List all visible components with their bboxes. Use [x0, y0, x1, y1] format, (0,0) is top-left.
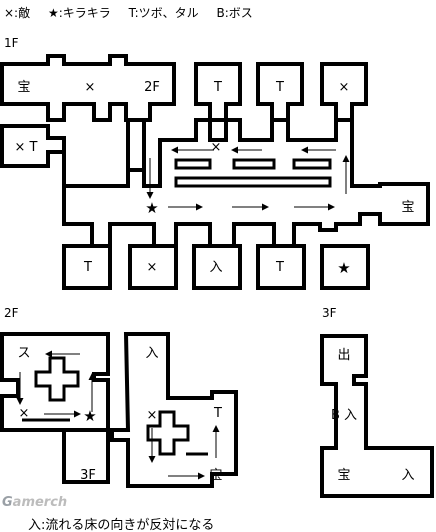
f2-enemy-w: ×: [18, 406, 30, 421]
floor-1f-walls: [0, 54, 430, 290]
f1-sparkle-se: ★: [337, 259, 351, 277]
floor-3f-title: 3F: [322, 306, 337, 320]
f2-pot-e: T: [214, 406, 222, 421]
f2-entrance: 入: [145, 346, 159, 361]
floor-1f-arrows: [146, 146, 350, 211]
f1-pot-top-b: T: [276, 80, 284, 95]
f2-stairs-3f: 3F: [80, 468, 96, 483]
f2-treasure: 宝: [209, 468, 223, 483]
floor-2f-title: 2F: [4, 306, 19, 320]
f3-exit: 出: [337, 348, 351, 363]
legend-enemy: ×:敵: [4, 6, 31, 20]
f1-enemy-pot-w: × T: [14, 140, 38, 155]
f1-enemy-top-e: ×: [338, 80, 350, 95]
f3-boss-entrance: B 入: [330, 408, 358, 423]
f3-treasure: 宝: [337, 468, 351, 483]
f1-entrance: 入: [209, 260, 223, 275]
f2-exit-nw: ス: [17, 346, 31, 361]
f1-pot-top-a: T: [214, 80, 222, 95]
footnote: 入:流れる床の向きが反対になる: [28, 518, 215, 532]
f1-treasure-nw: 宝: [17, 80, 31, 95]
f1-pot-bottom-a: T: [84, 260, 92, 275]
f1-treasure-e: 宝: [401, 200, 415, 215]
f1-enemy-mid: ×: [210, 140, 222, 155]
floor-2f-arrows: [16, 350, 220, 480]
f1-enemy-top: ×: [84, 80, 96, 95]
floor-1f-title: 1F: [4, 36, 19, 50]
watermark-rest: amerch: [12, 495, 68, 510]
legend: ×:敵 ★:キラキラ T:ツボ、タル B:ボス: [4, 4, 267, 21]
watermark-g: G: [2, 495, 13, 510]
f2-sparkle: ★: [83, 407, 97, 425]
f2-enemy-e: ×: [146, 408, 158, 423]
legend-sparkle: ★:キラキラ: [47, 6, 111, 20]
legend-boss: B:ボス: [216, 6, 253, 20]
legend-pot: T:ツボ、タル: [128, 6, 199, 20]
f1-sparkle-center: ★: [145, 199, 159, 217]
f1-pot-bottom-b: T: [276, 260, 284, 275]
f1-enemy-bottom: ×: [146, 260, 158, 275]
f3-entrance: 入: [401, 468, 415, 483]
floor-3f-walls: [320, 334, 434, 498]
floor-2f-walls: [0, 332, 238, 488]
f1-stairs-2f: 2F: [144, 80, 160, 95]
gamerch-watermark-logo: Gamerch: [2, 495, 67, 510]
